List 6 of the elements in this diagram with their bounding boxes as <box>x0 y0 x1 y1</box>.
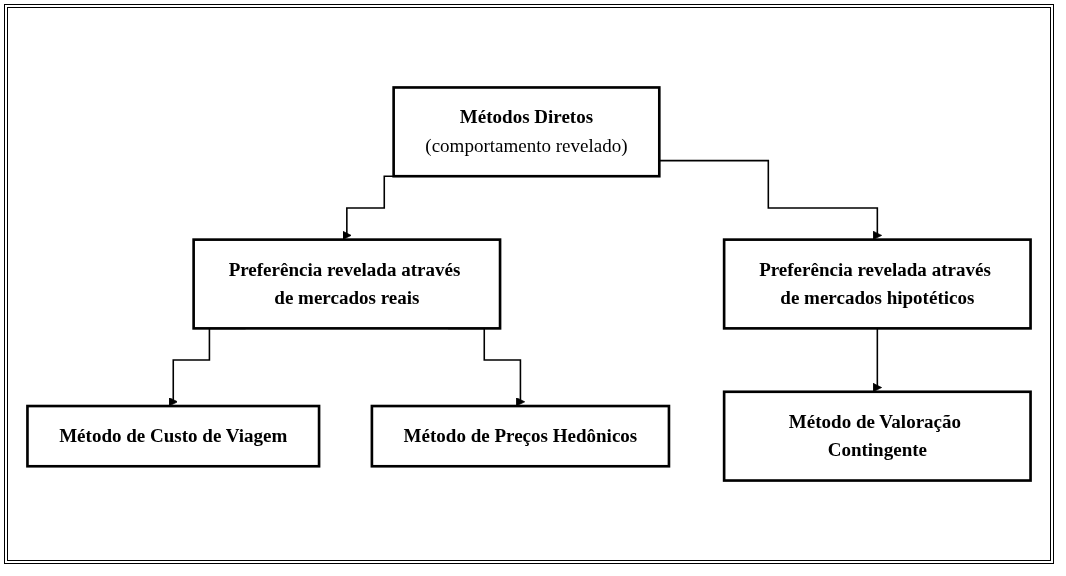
node-box: Método de Preços Hedônicos <box>370 404 671 468</box>
node-box: Método de Valoração Contingente <box>722 390 1032 482</box>
node-box: Métodos Diretos (comportamento revelado) <box>392 86 661 178</box>
node-box: Método de Custo de Viagem <box>26 404 321 468</box>
node-box: Preferência revelada através de mercados reais <box>192 238 502 330</box>
node-box: Preferência revelada através de mercados hipotéticos <box>722 238 1032 330</box>
